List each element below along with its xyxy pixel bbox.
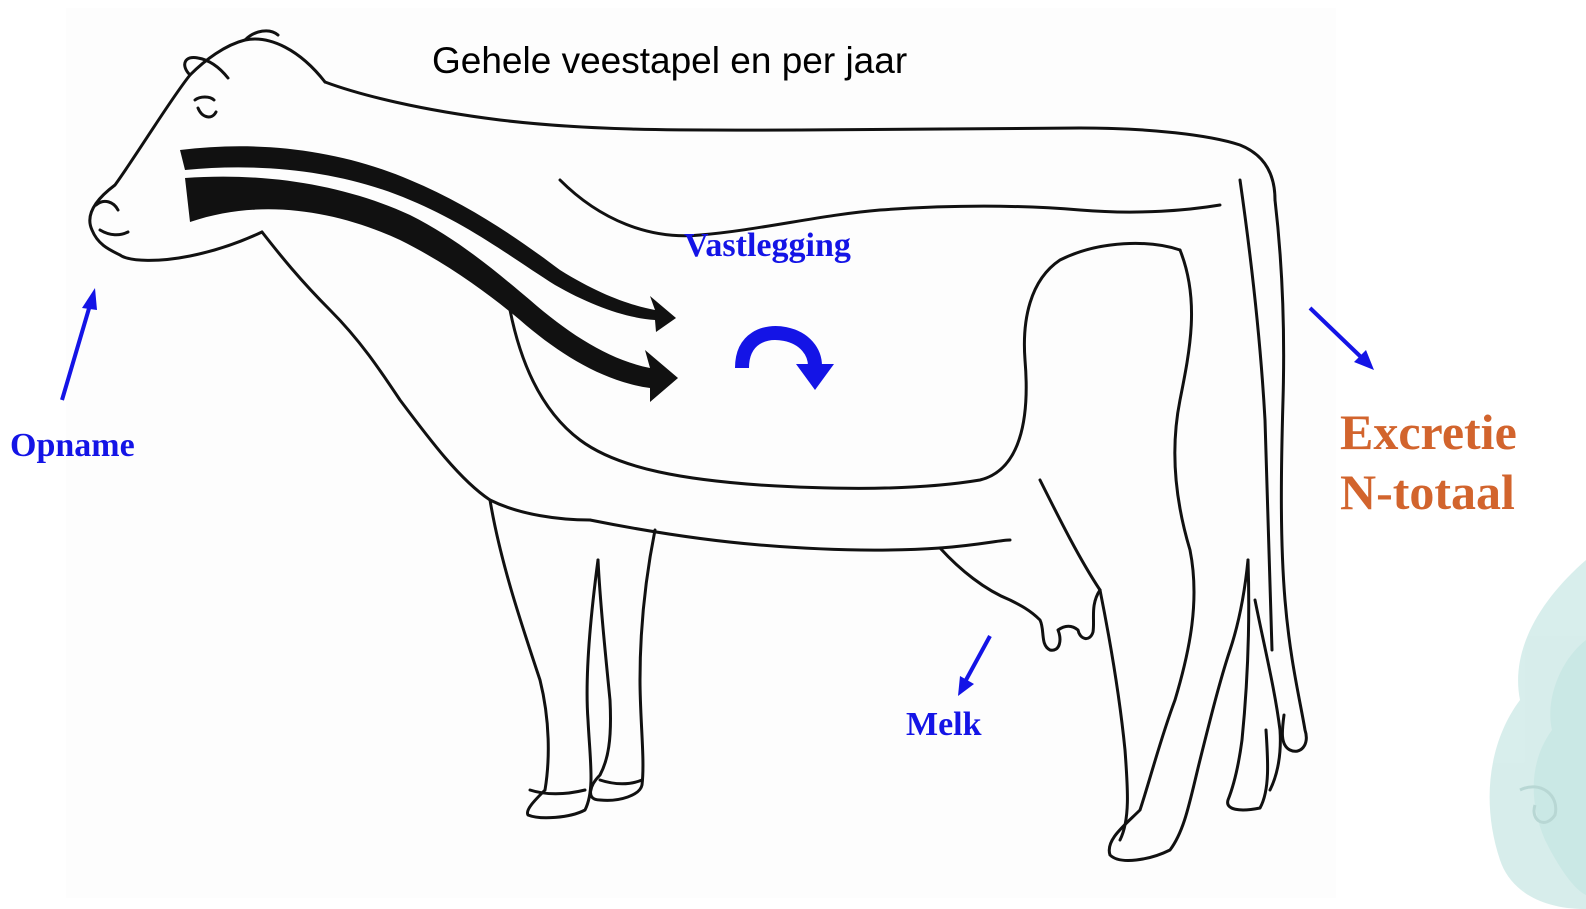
paper-background <box>66 8 1336 898</box>
melk-label: Melk <box>906 706 982 744</box>
vastlegging-label: Vastlegging <box>684 227 851 265</box>
excretie-line1: Excretie <box>1340 402 1517 462</box>
excretie-line2: N-totaal <box>1340 462 1517 522</box>
excretie-label: Excretie N-totaal <box>1340 402 1517 522</box>
opname-label: Opname <box>10 427 135 465</box>
watermark-decoration <box>1490 560 1586 909</box>
diagram-title: Gehele veestapel en per jaar <box>432 40 907 82</box>
